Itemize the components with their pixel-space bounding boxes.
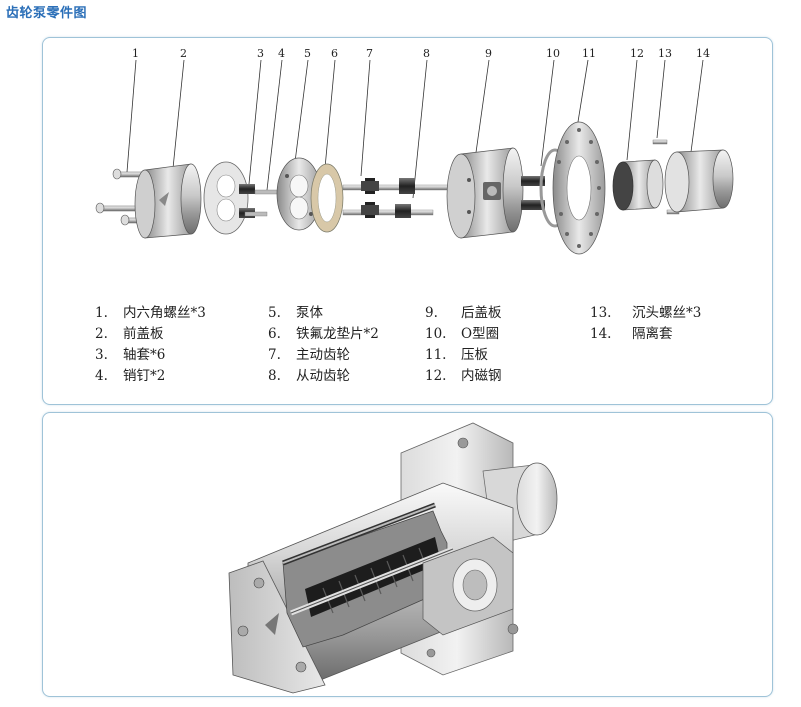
legend-item: 4. 销钉*2 [95,366,206,387]
part-rear-cover [446,147,524,239]
legend-number: 3. [95,347,108,363]
legend-item: 2. 前盖板 [95,324,206,345]
legend-item: 6. 铁氟龙垫片*2 [268,324,379,345]
callout-9: 9 [485,47,492,60]
part-pressure-plate [552,121,606,255]
legend-number: 14. [590,326,612,342]
callout-14: 14 [696,47,710,60]
cutaway-inner-magnet [422,536,514,636]
legend-item: 9. 后盖板 [425,303,502,324]
legend-label: O型圈 [461,326,500,342]
legend-label: 后盖板 [461,305,502,321]
legend-number: 4. [95,368,108,384]
legend-item: 10. O型圈 [425,324,502,345]
callout-numbers: 1 2 3 4 5 6 7 8 9 10 11 12 13 14 [132,47,710,60]
cutaway-section [282,502,454,648]
legend-label: 沉头螺丝*3 [632,305,702,321]
callout-2: 2 [180,47,187,60]
legend-label: 泵体 [296,305,323,321]
legend-number: 6. [268,326,281,342]
legend-label: 销钉*2 [123,368,166,384]
legend-column-1: 1. 内六角螺丝*3 2. 前盖板 3. 轴套*6 4. 销钉*2 [95,303,206,387]
callout-1: 1 [132,47,139,60]
leader-lines [126,59,704,199]
legend-number: 12. [425,368,447,384]
part-front-cover [134,163,202,239]
exploded-parts-panel: 1 2 3 4 5 6 7 8 9 10 11 12 13 14 [42,37,773,405]
legend-label: 内六角螺丝*3 [123,305,206,321]
legend-number: 8. [268,368,281,384]
part-gasket-front [203,161,249,235]
legend-number: 11. [425,347,447,363]
legend-column-3: 9. 后盖板 10. O型圈 11. 压板 12. 内磁钢 [425,303,502,387]
legend-item: 1. 内六角螺丝*3 [95,303,206,324]
page-title: 齿轮泵零件图 [6,6,88,21]
legend-item: 7. 主动齿轮 [268,345,379,366]
callout-5: 5 [304,47,311,60]
callout-3: 3 [257,47,264,60]
legend-column-4: 13. 沉头螺丝*3 14. 隔离套 [590,303,701,345]
legend-item: 11. 压板 [425,345,502,366]
legend-label: 从动齿轮 [296,368,350,384]
legend-number: 2. [95,326,108,342]
callout-6: 6 [331,47,338,60]
part-bushings-pins [239,184,280,218]
part-isolation-sleeve [664,149,734,213]
legend-item: 13. 沉头螺丝*3 [590,303,701,324]
cutaway-drawing [228,422,558,694]
part-gears-shafts [342,178,464,218]
legend-item: 5. 泵体 [268,303,379,324]
legend-label: 压板 [461,347,488,363]
cutaway-view-panel [42,412,773,697]
legend-number: 13. [590,305,612,321]
callout-12: 12 [630,47,644,60]
callout-4: 4 [278,47,285,60]
legend-item: 3. 轴套*6 [95,345,206,366]
part-inner-magnet [612,159,664,211]
part-teflon-gasket [310,163,344,233]
legend-number: 5. [268,305,281,321]
legend-item: 14. 隔离套 [590,324,701,345]
callout-11: 11 [582,47,596,60]
legend-number: 9. [425,305,438,321]
legend-label: 轴套*6 [123,347,166,363]
exploded-view-drawing: 1 2 3 4 5 6 7 8 9 10 11 12 13 14 [95,47,734,255]
legend-label: 前盖板 [123,326,164,342]
legend-item: 8. 从动齿轮 [268,366,379,387]
legend-label: 隔离套 [632,326,673,342]
callout-13: 13 [658,47,672,60]
legend-column-2: 5. 泵体 6. 铁氟龙垫片*2 7. 主动齿轮 8. 从动齿轮 [268,303,379,387]
legend-label: 内磁钢 [461,368,502,384]
callout-8: 8 [423,47,430,60]
legend-item: 12. 内磁钢 [425,366,502,387]
legend-label: 铁氟龙垫片*2 [296,326,379,342]
legend-number: 1. [95,305,108,321]
legend-number: 7. [268,347,281,363]
legend-label: 主动齿轮 [296,347,350,363]
callout-7: 7 [366,47,373,60]
legend-number: 10. [425,326,447,342]
callout-10: 10 [546,47,560,60]
